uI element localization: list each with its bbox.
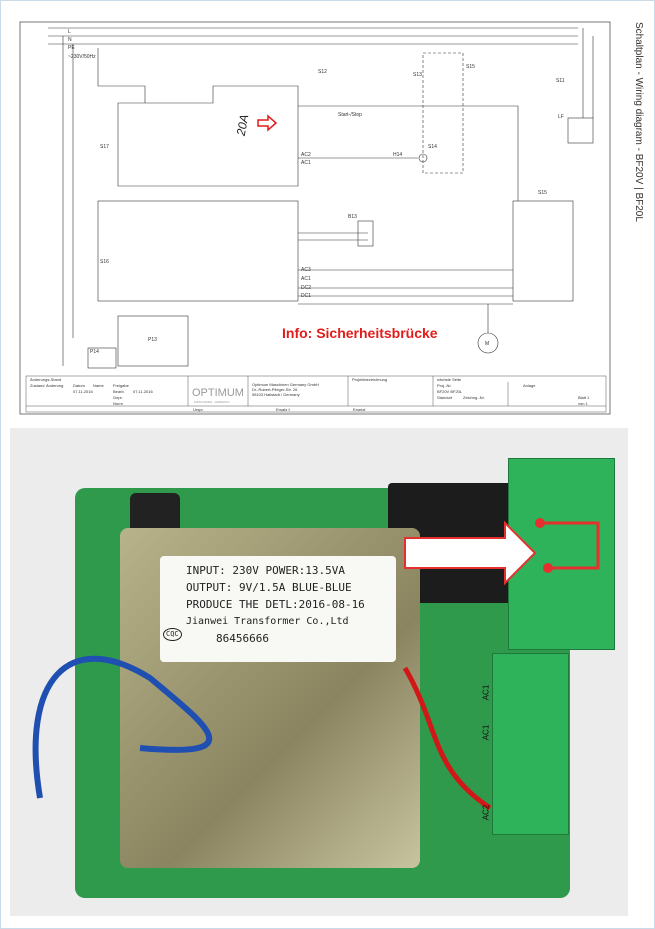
svg-text:nächste Seite: nächste Seite	[437, 377, 462, 382]
supply-voltage: ~230V/50Hz	[68, 54, 96, 60]
component-b13: B13	[348, 214, 357, 220]
svg-text:Bearb.: Bearb.	[113, 389, 125, 394]
svg-text:Proj.-Nr.: Proj.-Nr.	[437, 383, 452, 388]
svg-text:Datum: Datum	[73, 383, 85, 388]
label-line-phone: 86456666	[216, 632, 269, 645]
wires-and-arrow	[32, 518, 600, 811]
svg-text:Änderung: Änderung	[46, 383, 63, 388]
svg-text:07.11.2016: 07.11.2016	[73, 389, 93, 394]
board-photo: INPUT: 230V POWER:13.5VA OUTPUT: 9V/1.5A…	[10, 428, 628, 916]
supply-pe: PE	[68, 45, 75, 51]
svg-text:Ersatz f.: Ersatz f.	[276, 407, 291, 412]
svg-text:Freigabe: Freigabe	[113, 383, 130, 388]
svg-text:Projektbezeichnung: Projektbezeichnung	[352, 377, 387, 382]
component-s11: S11	[556, 78, 565, 84]
svg-text:07.11.2016: 07.11.2016	[133, 389, 153, 394]
terminal-label: AC1	[481, 684, 491, 701]
svg-text:Blatt 1: Blatt 1	[578, 395, 590, 400]
svg-text:Anlage: Anlage	[523, 383, 536, 388]
terminal-ac3: AC3	[301, 267, 311, 273]
title-block: Änderungs-Stand Zustand Änderung Datum N…	[25, 375, 607, 413]
svg-text:MASCHINEN - GERMANY: MASCHINEN - GERMANY	[194, 400, 230, 404]
label-line-date: PRODUCE THE DETL:2016-08-16	[186, 598, 365, 611]
terminal-label: AC1	[481, 724, 491, 741]
svg-text:Zustand: Zustand	[30, 383, 44, 388]
svg-text:von 1: von 1	[578, 401, 589, 406]
component-s17: S17	[100, 144, 109, 150]
transformer-label: INPUT: 230V POWER:13.5VA OUTPUT: 9V/1.5A…	[160, 556, 396, 662]
svg-text:Norm: Norm	[113, 401, 123, 406]
component-p13: P13	[148, 337, 157, 343]
wiring-diagram: 20A L N PE ~230V/50Hz S17 S16 S12 S13 S1…	[19, 21, 611, 415]
terminal-ac1: AC1	[301, 160, 311, 166]
component-s15-box: S15	[538, 190, 547, 196]
svg-text:Name: Name	[93, 383, 104, 388]
svg-text:Änderungs-Stand: Änderungs-Stand	[30, 377, 61, 382]
svg-text:Standort: Standort	[437, 395, 453, 400]
component-s15: S15	[466, 64, 475, 70]
terminal-ac1b: AC1	[301, 276, 311, 282]
component-s16: S16	[100, 259, 109, 265]
info-safety-bridge: Info: Sicherheitsbrücke	[282, 325, 438, 341]
terminal-dc2: DC2	[301, 285, 311, 291]
svg-text:Ersetzt: Ersetzt	[353, 407, 366, 412]
label-line-input: INPUT: 230V POWER:13.5VA	[186, 564, 345, 577]
screw-terminal	[492, 653, 569, 835]
component-p14: P14	[90, 349, 99, 355]
terminal-dc1: DC1	[301, 293, 311, 299]
label-line-maker: Jianwei Transformer Co.,Ltd	[186, 616, 349, 627]
svg-text:96103 Hallstadt / Germany: 96103 Hallstadt / Germany	[252, 392, 300, 397]
svg-text:Zeichng.-Nr.: Zeichng.-Nr.	[463, 395, 485, 400]
label-line-output: OUTPUT: 9V/1.5A BLUE-BLUE	[186, 581, 352, 594]
terminal-ac2: AC2	[301, 152, 311, 158]
svg-text:Dr.-Robert-Pfleger-Str. 26: Dr.-Robert-Pfleger-Str. 26	[252, 387, 298, 392]
svg-text:Gepr.: Gepr.	[113, 395, 123, 400]
supply-n: N	[68, 37, 72, 43]
svg-text:Urspr.: Urspr.	[193, 407, 204, 412]
component-motor: M	[485, 341, 489, 347]
component-s14: S14	[428, 144, 437, 150]
handwritten-note: 20A	[234, 113, 252, 137]
side-title: Schaltplan - Wiring diagram - BF20V | BF…	[633, 22, 644, 222]
terminal-label: AC2	[481, 804, 491, 821]
optimum-logo: OPTIMUM	[192, 387, 244, 399]
start-stop-label: Start-/Stop	[338, 112, 362, 118]
svg-text:BF20V BF20L: BF20V BF20L	[437, 389, 463, 394]
supply-l: L	[68, 29, 71, 35]
svg-text:Optimum Maschinen Germany GmbH: Optimum Maschinen Germany GmbH	[252, 382, 319, 387]
component-s12: S12	[318, 69, 327, 75]
cqc-mark: CQC	[163, 628, 182, 641]
component-lf: LF	[558, 114, 564, 120]
component-s13: S13	[413, 72, 422, 78]
component-h14: H14	[393, 152, 402, 158]
